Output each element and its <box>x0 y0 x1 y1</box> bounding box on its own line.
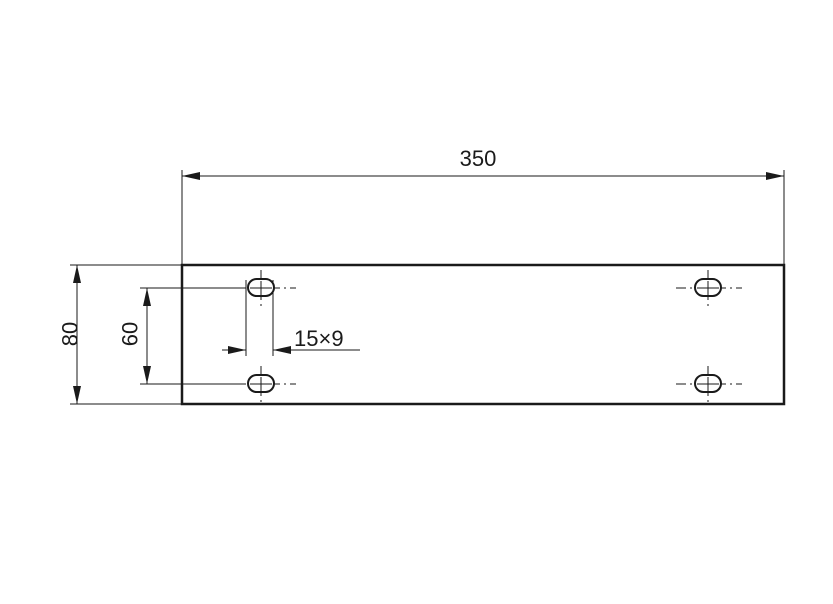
slot-arrow-left <box>228 346 246 354</box>
height-arrow-top <box>73 265 81 283</box>
spacing-arrow-bottom <box>143 366 151 384</box>
length-arrow-right <box>766 172 784 180</box>
hole-spacing-dimension: 60 <box>118 287 246 385</box>
spacing-arrow-top <box>143 288 151 306</box>
spacing-label: 60 <box>118 322 143 346</box>
height-label: 80 <box>58 322 83 346</box>
slot-top-right <box>676 270 742 306</box>
slot-arrow-right <box>273 346 291 354</box>
plate-outline <box>180 263 786 406</box>
slot-bottom-left <box>230 366 296 402</box>
length-label: 350 <box>460 146 497 171</box>
length-arrow-left <box>182 172 200 180</box>
slot-dimension: 15×9 <box>222 280 360 356</box>
height-dimension: 80 <box>58 264 182 405</box>
slot-bottom-right <box>676 366 742 402</box>
length-dimension: 350 <box>181 146 785 265</box>
slot-top-left <box>230 270 296 306</box>
height-arrow-bottom <box>73 386 81 404</box>
slot-label: 15×9 <box>294 326 344 351</box>
